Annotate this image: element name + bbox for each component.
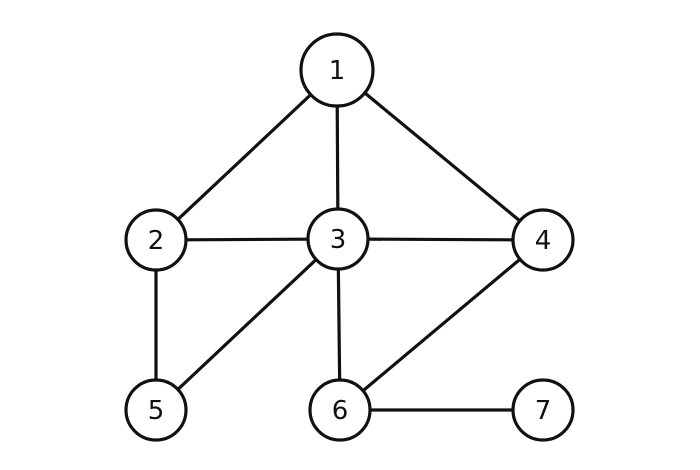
node-label-5: 5 [148, 396, 165, 426]
graph-node-5[interactable]: 5 [124, 378, 188, 442]
node-label-3: 3 [330, 225, 347, 255]
graph-node-1[interactable]: 1 [299, 32, 375, 108]
node-circle-6 [308, 378, 372, 442]
graph-node-3[interactable]: 3 [306, 207, 370, 271]
node-label-2: 2 [148, 226, 165, 256]
graph-edge-1-4 [363, 91, 522, 223]
node-circle-2 [124, 208, 188, 272]
graph-edge-2-3 [184, 237, 310, 242]
node-circle-3 [306, 207, 370, 271]
graph-edge-1-3 [335, 104, 340, 211]
graph-edge-4-6 [361, 257, 522, 393]
node-label-7: 7 [535, 396, 552, 426]
graph-node-7[interactable]: 7 [511, 378, 575, 442]
graph-edge-3-6 [336, 267, 342, 382]
node-circle-7 [511, 378, 575, 442]
node-label-1: 1 [329, 56, 346, 86]
graph-node-6[interactable]: 6 [308, 378, 372, 442]
graph-node-2[interactable]: 2 [124, 208, 188, 272]
graph-node-4[interactable]: 4 [511, 208, 575, 272]
node-circle-4 [511, 208, 575, 272]
edge-layer [154, 91, 522, 412]
graph-edge-3-4 [366, 237, 515, 242]
graph-edge-3-5 [176, 257, 318, 392]
node-layer: 1 2 3 4 5 6 7 [124, 32, 575, 442]
node-circle-5 [124, 378, 188, 442]
graph-edge-1-2 [176, 93, 313, 222]
node-label-4: 4 [535, 226, 552, 256]
node-label-6: 6 [332, 396, 349, 426]
node-circle-1 [299, 32, 375, 108]
